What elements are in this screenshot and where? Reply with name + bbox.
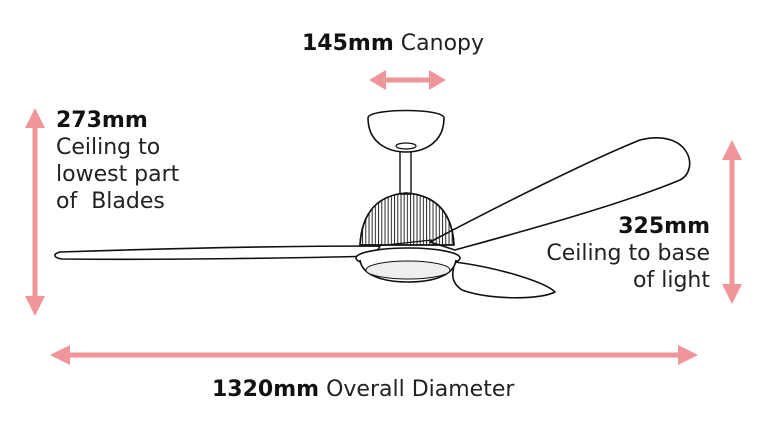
blade-right-lower	[451, 261, 556, 299]
ceiling-to-light-label: 325mm Ceiling to base of light	[546, 213, 710, 294]
overall-diameter-desc: Overall Diameter	[326, 377, 515, 402]
overall-diameter-value: 1320mm	[212, 377, 320, 402]
ceiling-to-light-line-1: Ceiling to base	[546, 241, 710, 266]
overall-diameter-label: 1320mm Overall Diameter	[212, 376, 514, 403]
arrow-canopy	[369, 70, 446, 90]
ceiling-to-blades-line-2: lowest part	[56, 162, 180, 187]
arrow-ceiling-to-blades	[25, 108, 45, 316]
blade-right-upper	[429, 137, 691, 251]
blade-left	[54, 245, 381, 261]
ceiling-to-light-line-2: of light	[633, 268, 710, 293]
motor-housing	[359, 192, 455, 246]
canopy	[367, 109, 445, 153]
canopy-value: 145mm	[302, 31, 394, 56]
ceiling-fan-illustration	[54, 109, 691, 299]
ceiling-to-blades-line-3: of Blades	[56, 189, 165, 214]
canopy-desc: Canopy	[400, 31, 485, 56]
ceiling-to-blades-line-1: Ceiling to	[56, 135, 161, 160]
arrow-ceiling-to-light	[722, 140, 742, 304]
ceiling-to-light-value: 325mm	[618, 214, 710, 239]
ceiling-to-blades-value: 273mm	[56, 108, 148, 133]
ceiling-to-blades-label: 273mm Ceiling to lowest part of Blades	[56, 107, 179, 215]
canopy-collar	[395, 142, 417, 150]
arrow-overall-diameter	[50, 345, 698, 365]
canopy-label: 145mm Canopy	[302, 30, 484, 57]
